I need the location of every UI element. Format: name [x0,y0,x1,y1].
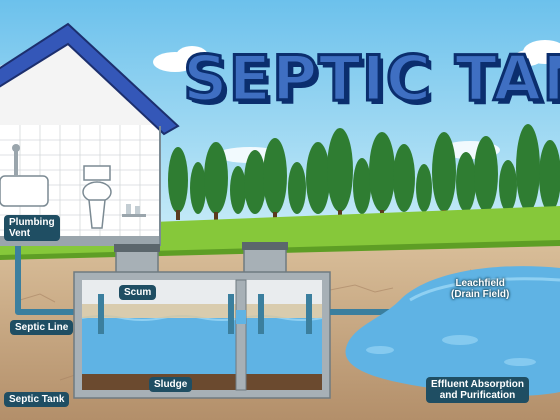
tree-line [168,124,560,222]
label-septic-line: Septic Line [10,320,74,335]
label-plumbing-vent: Plumbing Vent [4,215,60,241]
septic-tank [73,242,331,399]
sludge-layer [82,374,322,390]
tank-water [82,318,322,378]
label-leachfield: Leachfield (Drain Field) [451,278,510,300]
label-septic-tank: Septic Tank [4,392,70,407]
label-scum: Scum [119,285,157,300]
label-effluent-absorption: Effluent Absorption and Purification [426,377,529,403]
diagram-title: SEPTIC TANK [181,41,560,117]
label-sludge: Sludge [149,377,193,392]
scum-layer [82,304,322,318]
